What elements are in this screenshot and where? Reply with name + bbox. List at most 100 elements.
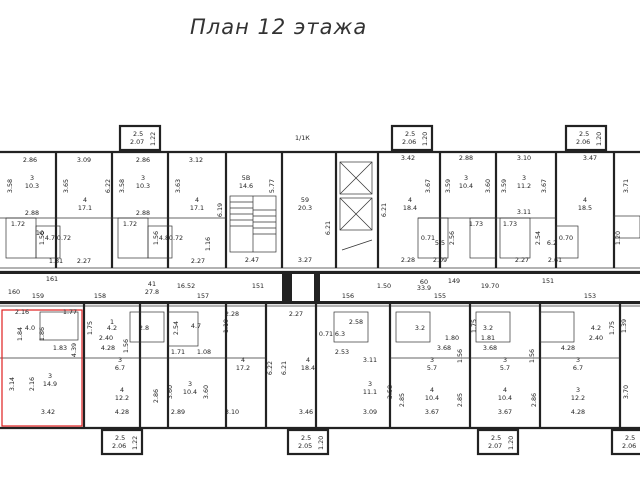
- dimension-label: 2.27: [515, 256, 529, 264]
- dimension-label-vertical: 4.39: [70, 343, 78, 357]
- dimension-label-vertical: 2.85: [456, 393, 464, 407]
- dimension-label: 5.7: [500, 364, 510, 372]
- dimension-label-vertical: 3.59: [500, 179, 508, 193]
- dimension-label: 6.7: [573, 364, 583, 372]
- dimension-label: 3: [118, 356, 122, 364]
- dimension-label-vertical: 1.75: [86, 321, 94, 335]
- dimension-label: 2.89: [171, 408, 185, 416]
- dimension-label: 2.88: [136, 209, 150, 217]
- dimension-label-vertical: 3.71: [622, 179, 630, 193]
- dimension-label-vertical: 6.22: [266, 361, 274, 375]
- balcony-width: 2.07: [488, 442, 502, 450]
- dimension-label: 3.11: [363, 356, 377, 364]
- dimension-label-vertical: 1.75: [608, 321, 616, 335]
- balcony-width: 2.07: [130, 138, 144, 146]
- dimension-label: 3.67: [498, 408, 512, 416]
- dimension-label: 3.11: [517, 208, 531, 216]
- dimension-label-vertical: 1.86: [38, 327, 46, 341]
- dimension-label: 1.50: [377, 282, 391, 290]
- balcony-area: 2.5: [133, 130, 143, 138]
- dimension-label: 6.2: [547, 239, 557, 247]
- dimension-label-vertical: 6.21: [324, 221, 332, 235]
- dimension-label-vertical: 6.21: [380, 203, 388, 217]
- dimension-label: 4: [120, 386, 124, 394]
- dimension-label-vertical: 1.39: [620, 319, 628, 333]
- dimension-label: 3.2: [483, 324, 493, 332]
- dimension-label-vertical: 6.22: [104, 179, 112, 193]
- dimension-label: 158: [94, 292, 106, 300]
- dimension-label: 1.71: [171, 348, 185, 356]
- balcony-height: 1.20: [595, 132, 603, 146]
- dimension-label: 1.72: [11, 220, 25, 228]
- dimension-label-vertical: 3.63: [174, 179, 182, 193]
- dimension-label: 3: [430, 356, 434, 364]
- dimension-label: 2.40: [99, 334, 113, 342]
- dimension-label-vertical: 3.67: [540, 179, 548, 193]
- dimension-label: 2.47: [245, 256, 259, 264]
- dimension-label: 3: [30, 174, 34, 182]
- dimension-label: 17.2: [236, 364, 250, 372]
- dimension-label: 10.3: [25, 182, 39, 190]
- dimension-label: 1.81: [49, 257, 63, 265]
- dimension-label: 3.68: [437, 344, 451, 352]
- dimension-label: 4: [430, 386, 434, 394]
- balcony-width: 2.05: [298, 442, 312, 450]
- dimension-label: 2.27: [289, 310, 303, 318]
- dimension-label: 1.08: [197, 348, 211, 356]
- dimension-label: 3.27: [298, 256, 312, 264]
- dimension-label: 3: [576, 386, 580, 394]
- balcony-area: 2.5: [115, 434, 125, 442]
- dimension-label: 3.68: [483, 344, 497, 352]
- dimension-label-vertical: 1.16: [204, 237, 212, 251]
- dimension-label-vertical: 6.21: [280, 361, 288, 375]
- dimension-label: 4.8: [159, 234, 169, 242]
- dimension-label: 5B: [242, 174, 250, 182]
- dimension-label: 2.09: [433, 256, 447, 264]
- dimension-label: 27.8: [145, 288, 159, 296]
- dimension-label-vertical: 2.16: [28, 377, 36, 391]
- dimension-label: 1.77: [63, 308, 77, 316]
- selected-apartment-outline[interactable]: [1, 309, 83, 427]
- top-partitions: [0, 152, 616, 268]
- balcony-width: 2.06: [402, 138, 416, 146]
- dimension-label: 17.1: [78, 204, 92, 212]
- dimension-label: 11.1: [363, 388, 377, 396]
- dimension-label: 1.72: [123, 220, 137, 228]
- dimension-label: 4.7: [191, 322, 201, 330]
- dimension-label: 18.5: [578, 204, 592, 212]
- dimension-label-vertical: 3.59: [444, 179, 452, 193]
- dimension-label: 0.72: [169, 234, 183, 242]
- dimension-label-vertical: 1.75: [470, 319, 478, 333]
- dimension-label: 4.28: [571, 408, 585, 416]
- dimension-label: 2.86: [136, 156, 150, 164]
- dimension-label-vertical: 3.58: [118, 179, 126, 193]
- dimension-label-vertical: 1.56: [122, 339, 130, 353]
- dimension-label-vertical: 2.54: [172, 321, 180, 335]
- dimension-label: 155: [434, 292, 446, 300]
- dimension-label-vertical: 3.60: [202, 385, 210, 399]
- dimension-label-vertical: 1.56: [152, 231, 160, 245]
- corridor-label: 1/1К: [295, 134, 310, 142]
- dimension-label: 14.6: [239, 182, 253, 190]
- dimension-label: 4: [241, 356, 245, 364]
- dimension-label: 4: [408, 196, 412, 204]
- dimension-label: 4: [83, 196, 87, 204]
- dimension-label: 14.9: [43, 380, 57, 388]
- dimension-label: 3: [141, 174, 145, 182]
- dimension-label: 12.2: [115, 394, 129, 402]
- balcony-area: 2.5: [579, 130, 589, 138]
- dimension-label: 18.4: [301, 364, 315, 372]
- dimension-label: 10.4: [459, 182, 473, 190]
- dimension-label-vertical: 1.56: [456, 349, 464, 363]
- dimension-label: 2.28: [401, 256, 415, 264]
- dimension-label-vertical: 5.77: [268, 179, 276, 193]
- dimension-label: 4: [503, 386, 507, 394]
- dimension-label: 3: [503, 356, 507, 364]
- dimension-label: 0.71: [319, 330, 333, 338]
- dimension-label: 3.09: [363, 408, 377, 416]
- dimension-label: 2.28: [225, 310, 239, 318]
